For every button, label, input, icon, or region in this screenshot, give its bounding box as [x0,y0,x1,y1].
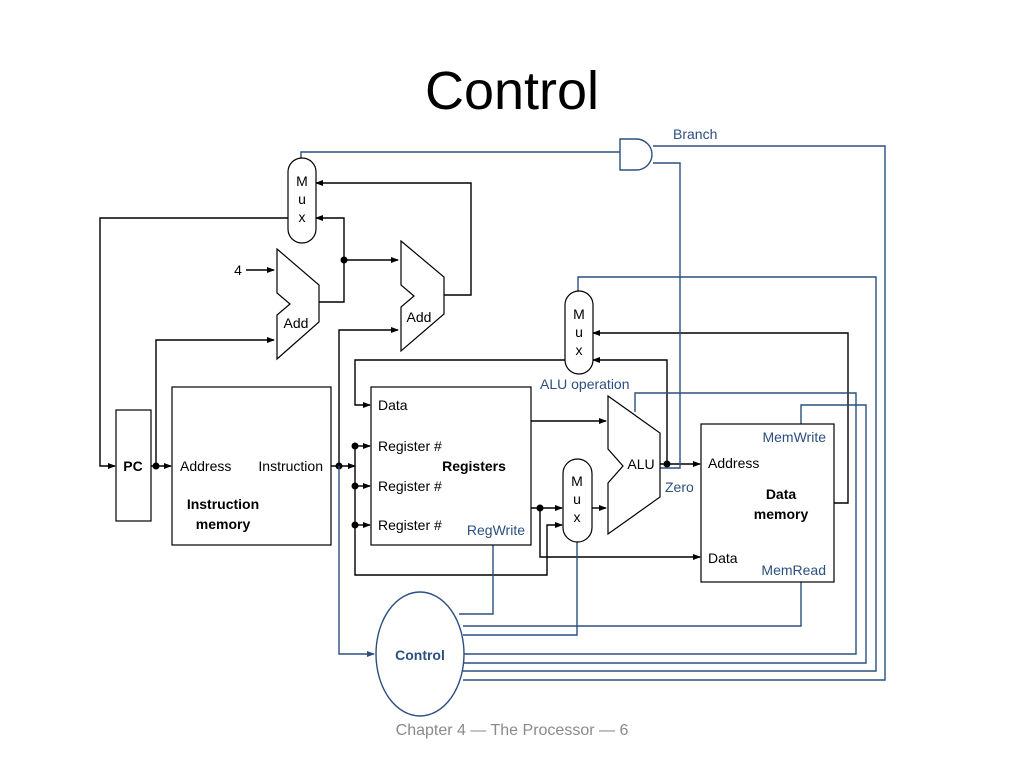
data-memory [700,423,835,583]
regs-register-3: Register # [378,517,442,533]
wire-memread [463,582,802,627]
wire-pc-to-adder [155,337,275,466]
control-label: Control [395,647,445,663]
wire-wbmux-to-regs [354,359,565,408]
dmem-name-2: memory [754,506,809,522]
four-label: 4 [234,262,242,278]
control-unit [375,591,465,717]
mux-writeback [564,290,594,375]
adder2-label: Add [407,309,432,325]
mux-pc-source-m: M [296,173,308,189]
control-wires [300,145,886,681]
adder-pc-plus-four [276,247,320,361]
branch-and-gate [619,138,653,171]
slide-footer: Chapter 4 — The Processor — 6 [395,722,629,739]
wire-alu-to-wbmux [592,357,668,464]
mux-alu-source-x: x [574,509,581,525]
alu-zero: Zero [665,479,694,495]
pc-label: PC [123,458,142,474]
regs-register-1: Register # [378,438,442,454]
wire-adder1-to-mux [315,215,345,260]
wire-branch-select [300,151,620,160]
alu-label: ALU [627,456,654,472]
wire-instr-imm [354,522,563,576]
dmem-data: Data [708,550,738,566]
wire-dmem-to-mux [592,330,849,504]
pc-register [115,409,152,522]
mux-alu-source [562,458,593,543]
regs-data: Data [378,397,408,413]
wire-regs-data2-to-dmem [539,508,701,560]
imem-instruction: Instruction [258,458,323,474]
mux-alu-source-m: M [571,473,583,489]
wire-branch [463,145,886,681]
alu [607,394,661,536]
adder-branch-target [400,239,445,353]
wire-opcode-to-control [338,466,375,657]
regs-name: Registers [442,458,506,474]
mux-alu-source-u: u [573,491,581,507]
wire-memtoreg [463,276,877,672]
register-file [370,386,532,546]
wire-zero-to-and [653,162,681,469]
instruction-memory [171,386,332,546]
mux-writeback-m: M [573,306,585,322]
branch-label: Branch [673,126,717,142]
mux-pc-source-u: u [298,191,306,207]
alu-operation: ALU operation [540,376,630,392]
dmem-memwrite: MemWrite [762,429,826,445]
wire-aluop [463,392,857,655]
wire-alusrc [463,541,578,636]
datapath-wires [99,180,849,576]
regs-regwrite: RegWrite [467,522,525,538]
mux-pc-source-x: x [299,209,306,225]
dmem-address: Address [708,455,759,471]
imem-address: Address [180,458,231,474]
regs-register-2: Register # [378,478,442,494]
adder1-label: Add [284,315,309,331]
wire-adder2-out [315,180,472,296]
wire-regwrite [459,545,494,615]
mux-writeback-x: x [576,342,583,358]
slide-title: Control [424,61,600,121]
wire-adder1-out [319,257,399,303]
wire-mux-to-pc [99,217,288,469]
dmem-memread: MemRead [761,562,826,578]
mux-writeback-u: u [575,324,583,340]
imem-name-1: Instruction [187,496,259,512]
wire-instr-bus [338,327,399,466]
dmem-name-1: Data [766,486,797,502]
imem-name-2: memory [196,516,251,532]
mux-pc-source [287,157,317,244]
wire-memwrite [463,404,867,664]
